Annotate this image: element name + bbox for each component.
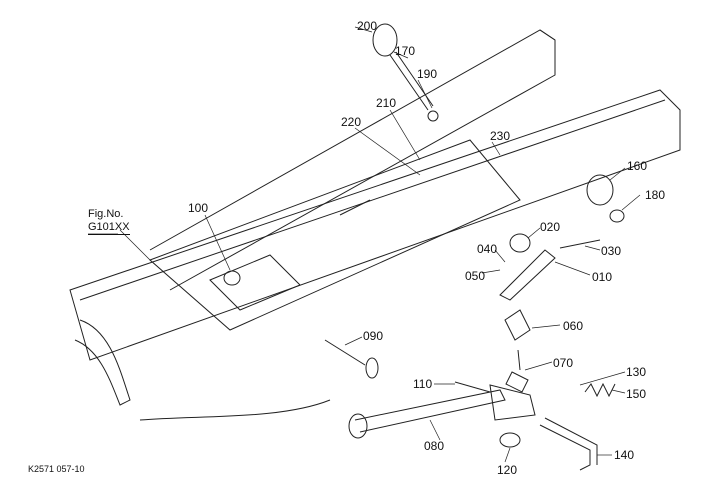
bolt-090 [324,339,366,366]
part-label: 180 [645,188,666,202]
part-label: 140 [614,448,635,462]
part-label: 100 [188,201,209,215]
nut-180 [609,209,625,223]
part-100 [223,270,241,286]
part-label: 200 [357,19,378,33]
figure-number: G101XX [88,221,130,235]
part-label: 110 [413,377,433,391]
part-160 [586,174,614,206]
part-label: 040 [477,242,498,256]
part-label: 230 [490,129,511,143]
part-label: 170 [395,44,416,58]
frame-plate [149,139,521,331]
lever-010 [499,249,556,301]
part-label: 070 [553,356,574,370]
part-label: 030 [601,244,622,258]
spring-150 [584,382,616,398]
pin-030 [559,239,601,249]
part-label: 050 [465,269,486,283]
pin-110 [454,381,491,393]
ring-120 [499,432,521,448]
part-label: 060 [563,319,584,333]
part-label: 120 [497,463,518,477]
collar-020 [509,233,531,253]
drawing-code: K2571 057-10 [28,464,85,474]
part-label: 160 [627,159,648,173]
part-label: 130 [626,365,647,379]
part-label: 090 [363,329,384,343]
part-label: 150 [626,387,647,401]
part-070 [505,349,529,393]
part-label: 210 [376,96,397,110]
knob-200 [372,23,398,57]
part-label: 020 [540,220,561,234]
bracket [489,384,536,421]
part-label: 190 [417,67,438,81]
rod-080 [354,389,506,433]
part-label: 010 [592,270,613,284]
frame-rail-lower [69,89,681,361]
part-label: 220 [341,115,362,129]
part-060 [504,309,531,341]
figure-label: Fig.No. [88,208,124,220]
part-label: 080 [424,439,445,453]
washer-190 [427,110,439,122]
